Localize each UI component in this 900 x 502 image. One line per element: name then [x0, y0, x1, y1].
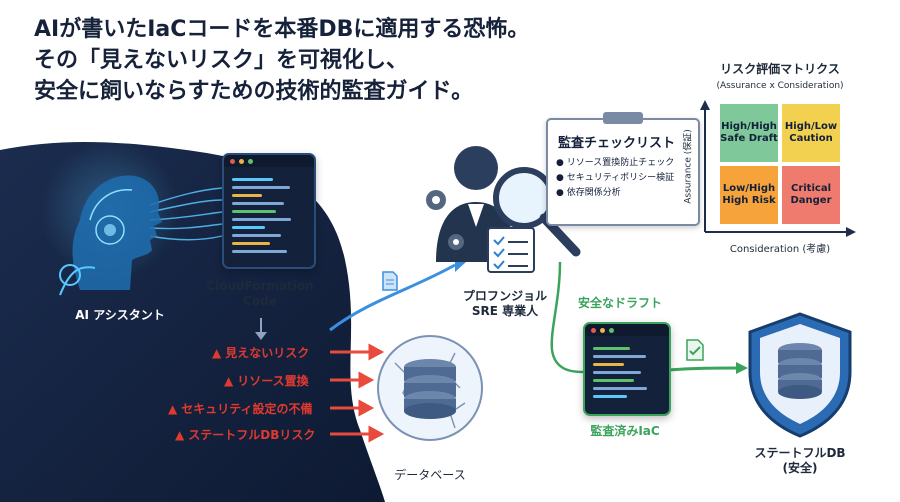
- cloudformation-label: CloudFormation Code: [200, 279, 320, 309]
- clipboard-clip: [603, 112, 643, 124]
- cloudformation-label-line-2: Code: [243, 294, 277, 308]
- risk-item-label: 見えないリスク: [225, 346, 310, 360]
- cloudformation-code-card: [222, 153, 316, 269]
- cracked-database-icon: [377, 335, 483, 441]
- warning-icon: ▲: [168, 402, 178, 416]
- document-icon: [382, 271, 398, 291]
- safe-database-shield-icon: [748, 312, 852, 438]
- risk-item-2: ▲リソース置換: [224, 372, 309, 389]
- audited-iac-code-card: [583, 322, 671, 416]
- risk-item-3: ▲セキュリティ設定の不備: [168, 400, 313, 417]
- matrix-title: リスク評価マトリクス: [720, 62, 840, 76]
- matrix-cell-high-high: High/High Safe Draft: [720, 104, 778, 162]
- matrix-y-axis-label: Assurance (保証): [683, 129, 694, 204]
- warning-icon: ▲: [224, 374, 234, 388]
- sre-label-line-2: SRE 専業人: [471, 304, 539, 318]
- headline: AIが書いたIaCコードを本番DBに適用する恐怖。 その「見えないリスク」を可視…: [34, 14, 594, 107]
- risk-item-label: セキュリティ設定の不備: [181, 402, 313, 416]
- matrix-cell-low-high: Low/High High Risk: [720, 166, 778, 224]
- headline-line-1: AIが書いたIaCコードを本番DBに適用する恐怖。: [34, 17, 530, 42]
- checklist-item: ● リソース置換防止チェック: [556, 158, 675, 168]
- matrix-cell-critical: Critical Danger: [782, 166, 840, 224]
- risk-item-label: リソース置換: [237, 374, 309, 388]
- matrix-x-axis-label: Consideration (考慮): [729, 244, 831, 255]
- approved-document-icon: [686, 339, 704, 361]
- sre-label: プロフンジョル SRE 専業人: [440, 289, 570, 319]
- ai-head-icon: [59, 175, 162, 296]
- ai-assistant-label: AI アシスタント: [75, 308, 165, 322]
- checklist-item: ● 依存関係分析: [556, 188, 621, 198]
- risk-item-label: ステートフルDBリスク: [188, 428, 316, 442]
- sre-label-line-1: プロフンジョル: [462, 289, 548, 303]
- warning-icon: ▲: [175, 428, 185, 442]
- safe-db-label-line-2: (安全): [782, 461, 818, 475]
- checklist-item: ● セキュリティポリシー検証: [556, 173, 675, 183]
- checklist-title: 監査チェックリスト: [558, 136, 676, 151]
- database-label: データベース: [394, 468, 466, 482]
- risk-item-1: ▲見えないリスク: [212, 344, 309, 361]
- cloudformation-label-line-1: CloudFormation: [206, 279, 314, 293]
- risk-item-4: ▲ステートフルDBリスク: [175, 426, 315, 443]
- matrix-subtitle: (Assurance x Consideration): [716, 81, 844, 91]
- audit-checklist: 監査チェックリスト ● リソース置換防止チェック ● セキュリティポリシー検証 …: [546, 112, 700, 226]
- safe-draft-label: 安全なドラフト: [577, 296, 662, 310]
- safe-db-label-line-1: ステートフルDB: [754, 446, 846, 460]
- headline-line-3: 安全に飼いならすための技術的監査ガイド。: [34, 79, 474, 104]
- matrix-cell-high-low: High/Low Caution: [782, 104, 840, 162]
- audited-iac-label: 監査済みIaC: [590, 424, 660, 438]
- warning-icon: ▲: [212, 346, 222, 360]
- safe-db-label: ステートフルDB (安全): [735, 446, 865, 476]
- headline-line-2: その「見えないリスク」を可視化し、: [34, 48, 409, 73]
